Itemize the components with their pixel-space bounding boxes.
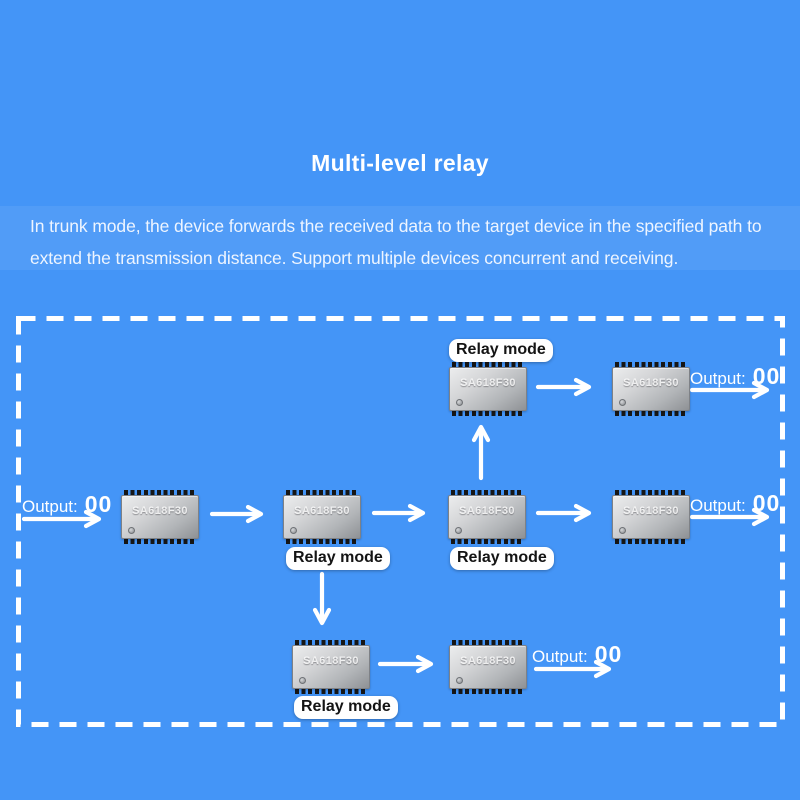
output-label-bottom: Output: 00 [532, 641, 622, 668]
chip-label: SA618F30 [623, 505, 679, 517]
chip-mid-3: SA618F30 [448, 490, 526, 544]
relay-mode-tag: Relay mode [286, 547, 390, 570]
page-description: In trunk mode, the device forwards the r… [30, 216, 762, 268]
chip-body: SA618F30 [448, 495, 526, 539]
pin1-indicator-icon [619, 399, 626, 406]
chip-label: SA618F30 [460, 377, 516, 389]
relay-mode-tag: Relay mode [294, 696, 398, 719]
relay-mode-tag: Relay mode [449, 339, 553, 362]
pin1-indicator-icon [128, 527, 135, 534]
chip-top-left: SA618F30 [449, 362, 527, 416]
output-prefix: Output: [22, 497, 78, 516]
chip-pins-bottom [124, 539, 196, 544]
pin1-indicator-icon [456, 677, 463, 684]
output-prefix: Output: [532, 647, 588, 666]
chip-label: SA618F30 [294, 505, 350, 517]
pin1-indicator-icon [299, 677, 306, 684]
chip-label: SA618F30 [459, 505, 515, 517]
chip-body: SA618F30 [283, 495, 361, 539]
chip-body: SA618F30 [449, 367, 527, 411]
output-prefix: Output: [690, 496, 746, 515]
pin1-indicator-icon [290, 527, 297, 534]
chip-body: SA618F30 [121, 495, 199, 539]
chip-mid-1: SA618F30 [121, 490, 199, 544]
pin1-indicator-icon [456, 399, 463, 406]
chip-label: SA618F30 [132, 505, 188, 517]
pin1-indicator-icon [619, 527, 626, 534]
output-label-mid-right: Output: 00 [690, 490, 780, 517]
output-value: 00 [752, 490, 781, 516]
output-prefix: Output: [690, 369, 746, 388]
chip-pins-bottom [295, 689, 367, 694]
chip-pins-bottom [452, 411, 524, 416]
chip-label: SA618F30 [623, 377, 679, 389]
chip-pins-top [615, 490, 687, 495]
output-label-top-right: Output: 00 [690, 363, 780, 390]
chip-label: SA618F30 [460, 655, 516, 667]
chip-body: SA618F30 [612, 495, 690, 539]
chip-pins-top [295, 640, 367, 645]
chip-pins-bottom [286, 539, 358, 544]
chip-mid-4: SA618F30 [612, 490, 690, 544]
description-band [0, 206, 800, 270]
chip-bottom-left: SA618F30 [292, 640, 370, 694]
page-title: Multi-level relay [311, 150, 489, 176]
relay-mode-tag: Relay mode [450, 547, 554, 570]
chip-pins-top [286, 490, 358, 495]
chip-body: SA618F30 [612, 367, 690, 411]
chip-body: SA618F30 [292, 645, 370, 689]
chip-body: SA618F30 [449, 645, 527, 689]
chip-pins-bottom [615, 411, 687, 416]
chip-mid-2: SA618F30 [283, 490, 361, 544]
output-value: 00 [84, 491, 113, 517]
chip-pins-top [452, 640, 524, 645]
chip-pins-bottom [452, 689, 524, 694]
chip-pins-top [615, 362, 687, 367]
chip-top-right: SA618F30 [612, 362, 690, 416]
chip-pins-top [452, 362, 524, 367]
chip-pins-top [451, 490, 523, 495]
chip-pins-bottom [615, 539, 687, 544]
output-label-input-left: Output: 00 [22, 491, 112, 518]
chip-bottom-right: SA618F30 [449, 640, 527, 694]
output-value: 00 [752, 363, 781, 389]
output-value: 00 [594, 641, 623, 667]
pin1-indicator-icon [455, 527, 462, 534]
chip-pins-bottom [451, 539, 523, 544]
chip-pins-top [124, 490, 196, 495]
chip-label: SA618F30 [303, 655, 359, 667]
